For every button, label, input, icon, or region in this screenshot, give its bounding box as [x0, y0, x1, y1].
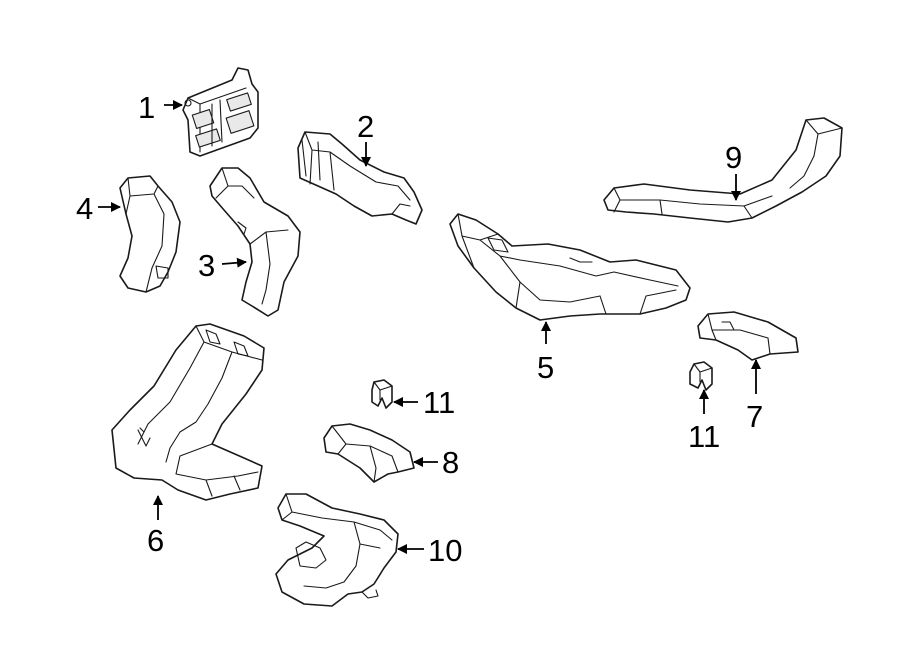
callout-9: 9: [725, 140, 742, 175]
part-3-duct: [209, 167, 301, 317]
callout-3: 3: [198, 248, 215, 283]
callout-10: 10: [428, 533, 462, 568]
callout-8: 8: [442, 445, 459, 480]
callout-2: 2: [357, 109, 374, 144]
part-8-duct-adapter: [323, 423, 415, 483]
leader-3: [221, 257, 247, 268]
part-9-long-duct: [603, 117, 843, 223]
part-11a-clip: [371, 379, 393, 409]
callout-1: 1: [138, 90, 155, 125]
part-1-connector-block: [182, 67, 259, 157]
callout-6: 6: [147, 523, 164, 558]
part-4-elbow-duct: [119, 175, 181, 293]
callout-5: 5: [537, 350, 554, 385]
part-7-duct-segment: [697, 311, 799, 361]
callout-11a: 11: [423, 385, 455, 420]
part-2-duct: [297, 131, 423, 225]
part-6-floor-duct: [111, 323, 265, 501]
part-10-lower-duct: [275, 493, 399, 607]
callout-7: 7: [746, 399, 763, 434]
part-5-center-duct: [449, 213, 691, 321]
callout-4: 4: [76, 191, 93, 226]
callout-11b: 11: [688, 419, 720, 454]
part-11b-clip: [689, 361, 713, 391]
